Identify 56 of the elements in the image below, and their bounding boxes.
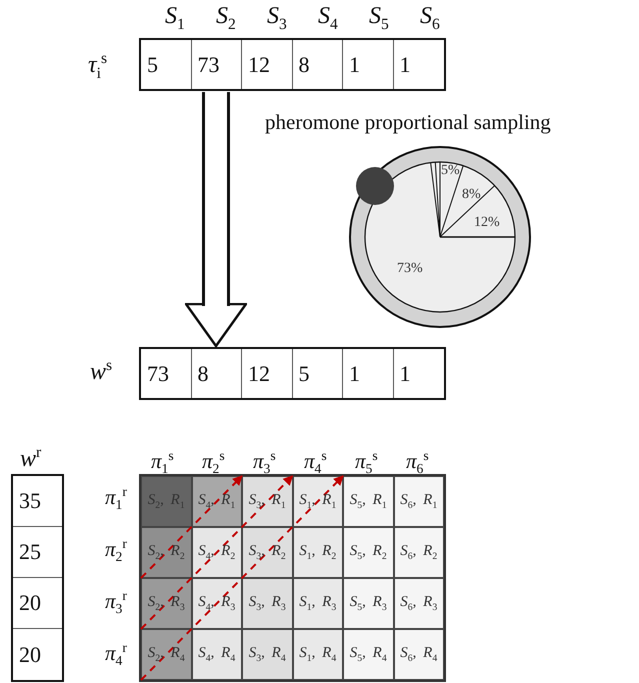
math-label: S$_{2}$: [216, 3, 236, 34]
table-cell: 73: [192, 40, 242, 89]
math-label: w$^{s}$: [90, 357, 112, 386]
table-cell: S$_{6}$, R$_{2}$: [394, 527, 444, 578]
table-cell: 12: [242, 349, 292, 398]
table-cell: S$_{4}$, R$_{3}$: [192, 578, 242, 629]
table-cell: S$_{6}$, R$_{3}$: [394, 578, 444, 629]
table-cell: 35: [13, 476, 62, 527]
math-label: S$_{4}$: [318, 3, 338, 34]
table-cell: S$_{6}$, R$_{1}$: [394, 476, 444, 527]
slice-label: 5%: [441, 163, 460, 179]
table-cell: 1: [343, 349, 394, 398]
math-label: S$_{5}$: [369, 3, 389, 34]
value-table: [11, 474, 64, 682]
table-cell: S$_{5}$, R$_{4}$: [343, 629, 394, 680]
math-label: S$_{6}$: [420, 3, 440, 34]
table-cell: S$_{5}$, R$_{3}$: [343, 578, 394, 629]
table-cell: 5: [292, 349, 343, 398]
table-cell: S$_{5}$, R$_{2}$: [343, 527, 394, 578]
table-cell: S$_{4}$, R$_{1}$: [192, 476, 242, 527]
table-cell: S$_{2}$, R$_{2}$: [141, 527, 192, 578]
value-table: [139, 347, 446, 400]
table-cell: S$_{3}$, R$_{2}$: [242, 527, 292, 578]
table-cell: S$_{4}$, R$_{4}$: [192, 629, 242, 680]
slice-label: 73%: [397, 261, 423, 277]
table-cell: S$_{3}$, R$_{3}$: [242, 578, 292, 629]
table-cell: S$_{1}$, R$_{1}$: [292, 476, 343, 527]
table-cell: 5: [141, 40, 192, 89]
table-cell: S$_{1}$, R$_{4}$: [292, 629, 343, 680]
table-cell: S$_{3}$, R$_{4}$: [242, 629, 292, 680]
table-cell: S$_{5}$, R$_{1}$: [343, 476, 394, 527]
table-cell: 1: [343, 40, 394, 89]
matrix-table: [139, 474, 446, 682]
table-cell: S$_{1}$, R$_{2}$: [292, 527, 343, 578]
table-cell: 73: [141, 349, 192, 398]
table-cell-text: 1: [398, 50, 412, 78]
math-label: S$_{3}$: [267, 3, 287, 34]
table-cell-text: 1: [398, 360, 412, 388]
table-cell: S$_{4}$, R$_{2}$: [192, 527, 242, 578]
math-label: S$_{1}$: [165, 3, 185, 34]
slice-label: 12%: [474, 215, 500, 231]
table-cell: S$_{3}$, R$_{1}$: [242, 476, 292, 527]
table-cell: 12: [242, 40, 292, 89]
table-cell: S$_{2}$, R$_{4}$: [141, 629, 192, 680]
table-cell-text: 20: [18, 640, 42, 668]
table-cell: 8: [292, 40, 343, 89]
table-cell: 8: [192, 349, 242, 398]
table-cell: 25: [13, 527, 62, 578]
table-cell: S$_{6}$, R$_{4}$: [394, 629, 444, 680]
table-cell: S$_{2}$, R$_{3}$: [141, 578, 192, 629]
slice-label: 8%: [462, 187, 481, 203]
wheel-label: pheromone proportional sampling: [265, 110, 551, 135]
value-table: [139, 38, 446, 91]
math-label: w$^{r}$: [20, 444, 42, 473]
table-cell: S$_{1}$, R$_{3}$: [292, 578, 343, 629]
table-cell: 20: [13, 578, 62, 629]
